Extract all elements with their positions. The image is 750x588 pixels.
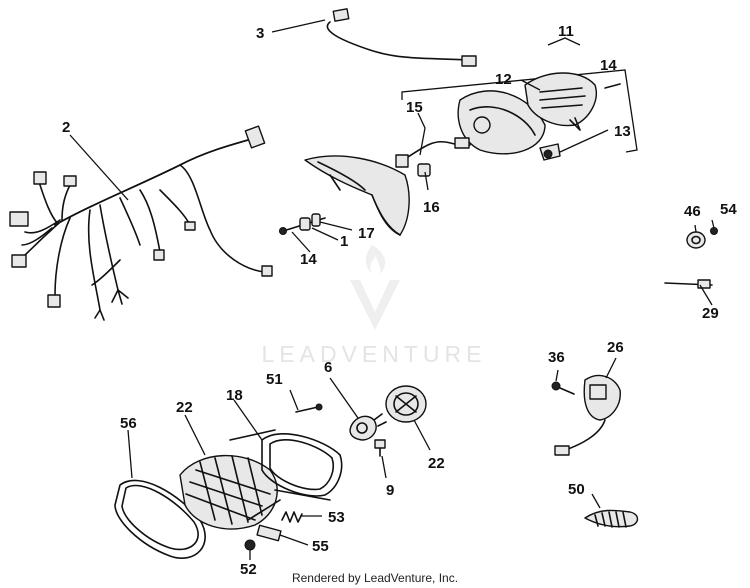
callout-51: 51 xyxy=(266,371,283,388)
callout-22-headlight: 22 xyxy=(176,399,193,416)
callout-11: 11 xyxy=(558,23,574,40)
callout-36: 36 xyxy=(548,349,565,366)
callout-14-lower: 14 xyxy=(300,251,317,268)
callout-53: 53 xyxy=(328,509,345,526)
callout-50: 50 xyxy=(568,481,585,498)
callout-14: 14 xyxy=(600,57,617,74)
callout-26: 26 xyxy=(607,339,624,356)
callout-labels: 3 11 14 12 15 13 2 16 17 1 14 46 54 29 3… xyxy=(62,23,737,578)
part-3-wire-lead xyxy=(326,8,477,67)
part-26-switch xyxy=(551,374,621,456)
part-46-grommet xyxy=(686,227,718,249)
callout-2: 2 xyxy=(62,119,70,136)
footer-credit: Rendered by LeadVenture, Inc. xyxy=(292,571,458,585)
part-50-spring-clip xyxy=(584,509,639,528)
callout-13: 13 xyxy=(614,123,631,140)
callout-55: 55 xyxy=(312,538,329,555)
callout-29: 29 xyxy=(702,305,719,322)
watermark: LEADVENTURE xyxy=(262,245,487,367)
part-53-spring xyxy=(281,511,303,523)
part-2-wire-harness xyxy=(9,125,273,321)
watermark-logo-icon xyxy=(350,245,400,330)
callout-17: 17 xyxy=(358,225,375,242)
callout-6: 6 xyxy=(324,359,332,376)
callout-3: 3 xyxy=(256,25,264,42)
callout-16: 16 xyxy=(423,199,440,216)
part-29-cable-tie xyxy=(664,279,713,289)
callout-15: 15 xyxy=(406,99,423,116)
part-22-bulb-reflector xyxy=(385,385,427,423)
part-52-nut xyxy=(244,539,256,551)
callout-12: 12 xyxy=(495,71,512,88)
part-51-screw xyxy=(295,403,323,413)
callout-22-reflector: 22 xyxy=(428,455,445,472)
callout-52: 52 xyxy=(240,561,257,578)
leader-lines xyxy=(69,19,715,560)
part-56-headlight-rim xyxy=(114,479,206,559)
part-55-adjuster xyxy=(256,524,282,542)
callout-1: 1 xyxy=(340,233,348,250)
part-18-headlight-frame xyxy=(229,429,343,521)
watermark-text: LEADVENTURE xyxy=(262,341,487,367)
part-6-bulb-socket xyxy=(349,413,387,441)
callout-56: 56 xyxy=(120,415,137,432)
part-15-tail-light-wire xyxy=(395,137,471,168)
callout-18: 18 xyxy=(226,387,243,404)
part-11-tail-light-group xyxy=(401,37,638,161)
part-22-headlight-lens xyxy=(179,454,278,530)
part-9-screw xyxy=(374,439,386,457)
callout-9: 9 xyxy=(386,482,394,499)
callout-54: 54 xyxy=(720,201,737,218)
rear-fender-bracket xyxy=(279,155,431,236)
callout-46: 46 xyxy=(684,203,701,220)
